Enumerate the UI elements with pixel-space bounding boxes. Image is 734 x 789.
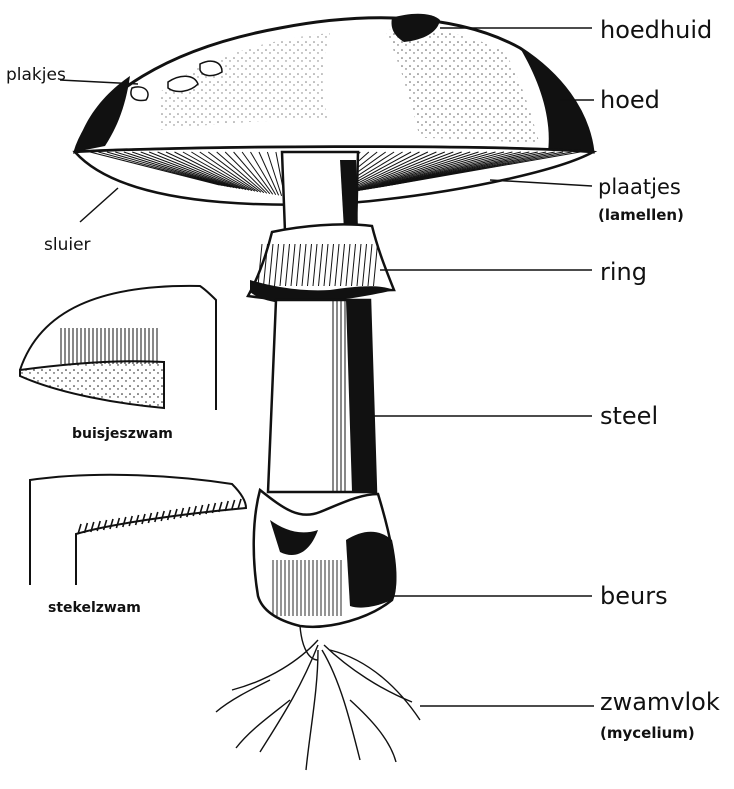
label-sluier: sluier: [44, 235, 91, 255]
label-steel: steel: [600, 402, 658, 430]
cap-group: [75, 14, 593, 152]
label-hoedhuid: hoedhuid: [600, 16, 712, 44]
mycelium-root: [350, 700, 396, 762]
stekelzwam-outline: [30, 475, 246, 585]
label-ring: ring: [600, 258, 647, 286]
inset-buisjeszwam: buisjeszwam: [20, 286, 216, 442]
mycelium-group: [216, 626, 420, 770]
label-plaatjes: plaatjes: [598, 175, 681, 199]
mycelium-root: [236, 700, 290, 748]
stem-lower-hatch: [330, 300, 348, 492]
label-buisjeszwam: buisjeszwam: [72, 426, 173, 442]
label-stekelzwam: stekelzwam: [48, 600, 141, 616]
volva-hatch: [272, 560, 342, 616]
volva-shade: [346, 532, 397, 608]
volva-group: [254, 490, 397, 627]
mycelium-root: [322, 650, 360, 760]
scale-patch-3: [131, 87, 148, 101]
label-hoed: hoed: [600, 86, 660, 114]
label-mycelium: (mycelium): [600, 724, 695, 742]
mycelium-root: [216, 680, 270, 712]
label-lamellen: (lamellen): [598, 206, 684, 224]
scale-patch-2: [200, 61, 222, 75]
label-beurs: beurs: [600, 582, 668, 610]
label-plakjes: plakjes: [6, 65, 66, 85]
buisjeszwam-tube-lines: [60, 328, 160, 364]
leader-sluier: [80, 188, 118, 222]
inset-stekelzwam: stekelzwam: [30, 475, 246, 616]
mycelium-root: [330, 650, 420, 720]
label-zwamvlok: zwamvlok: [600, 688, 720, 716]
mycelium-root: [260, 645, 318, 752]
leader-plaatjes: [490, 180, 592, 186]
buisjeszwam-tubes: [20, 361, 164, 408]
stekelzwam-spines: [78, 499, 241, 534]
